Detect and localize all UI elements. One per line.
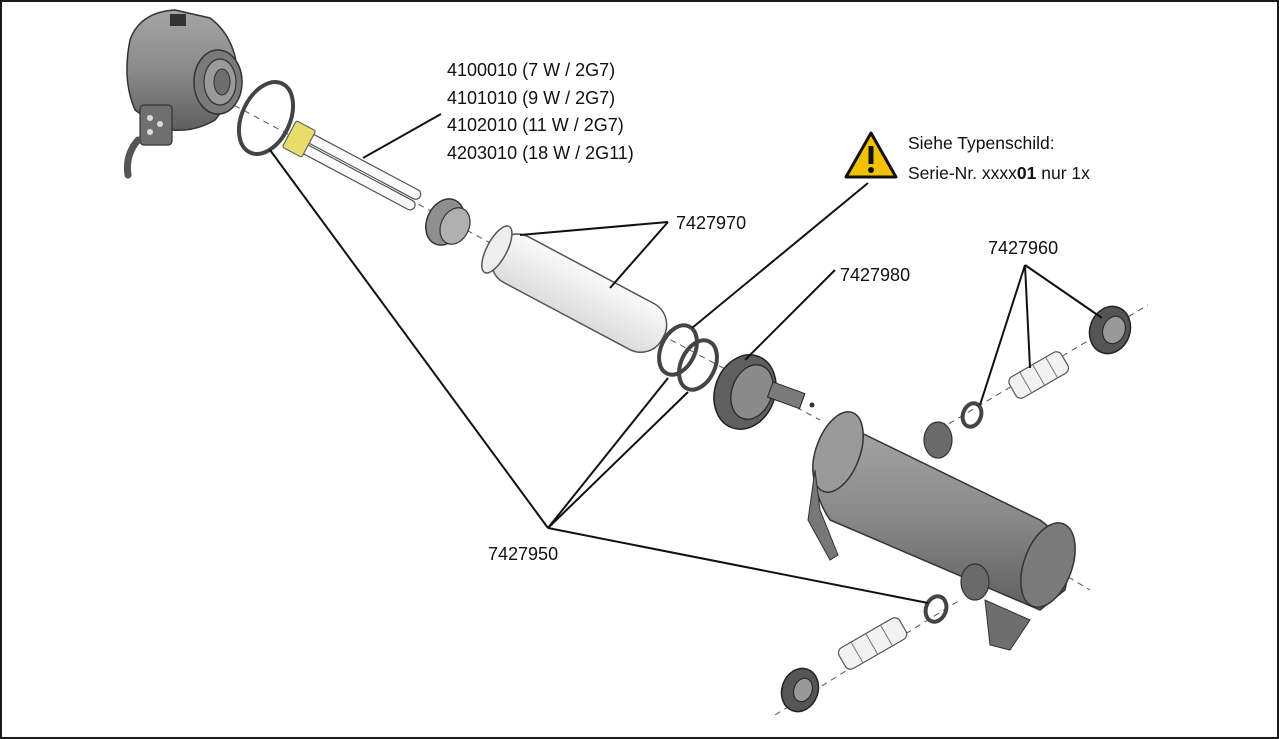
label-connector-set: 7427960 — [988, 238, 1059, 258]
warning-line-2: Serie-Nr. xxxx01 nur 1x — [908, 163, 1090, 183]
uvc-housing — [807, 411, 1076, 651]
label-seal-set: 7427950 — [488, 544, 559, 564]
oring-head — [236, 80, 296, 156]
quartz-sleeve — [481, 225, 668, 353]
oring-sleeve-1 — [657, 323, 699, 377]
warning-icon — [844, 131, 898, 179]
oring-sleeve-2 — [677, 338, 719, 392]
bayonet-ring — [713, 354, 815, 430]
connector-set-upper — [960, 305, 1132, 429]
lamp-part-1: 4100010 (7 W / 2G7) — [447, 60, 616, 80]
lamp-part-4: 4203010 (18 W / 2G11) — [447, 142, 634, 163]
lamp-part-2: 4101010 (9 W / 2G7) — [447, 87, 616, 108]
warning-line-1: Siehe Typenschild: — [908, 133, 1055, 153]
leader-lines — [269, 113, 1103, 604]
lamp-holder — [425, 198, 471, 246]
warning-note: Siehe Typenschild: Serie-Nr. xxxx01 nur … — [908, 128, 1090, 188]
lamp-part-list: 4100010 (7 W / 2G7) 4101010 (9 W / 2G7) … — [447, 57, 634, 167]
uv-lamp — [282, 120, 422, 211]
label-quartz-sleeve: 7427970 — [676, 213, 747, 233]
ballast-head — [124, 9, 243, 179]
connector-set-lower — [780, 594, 949, 713]
label-bayonet-ring: 7427980 — [840, 265, 911, 285]
lamp-part-3: 4102010 (11 W / 2G7) — [447, 115, 624, 135]
